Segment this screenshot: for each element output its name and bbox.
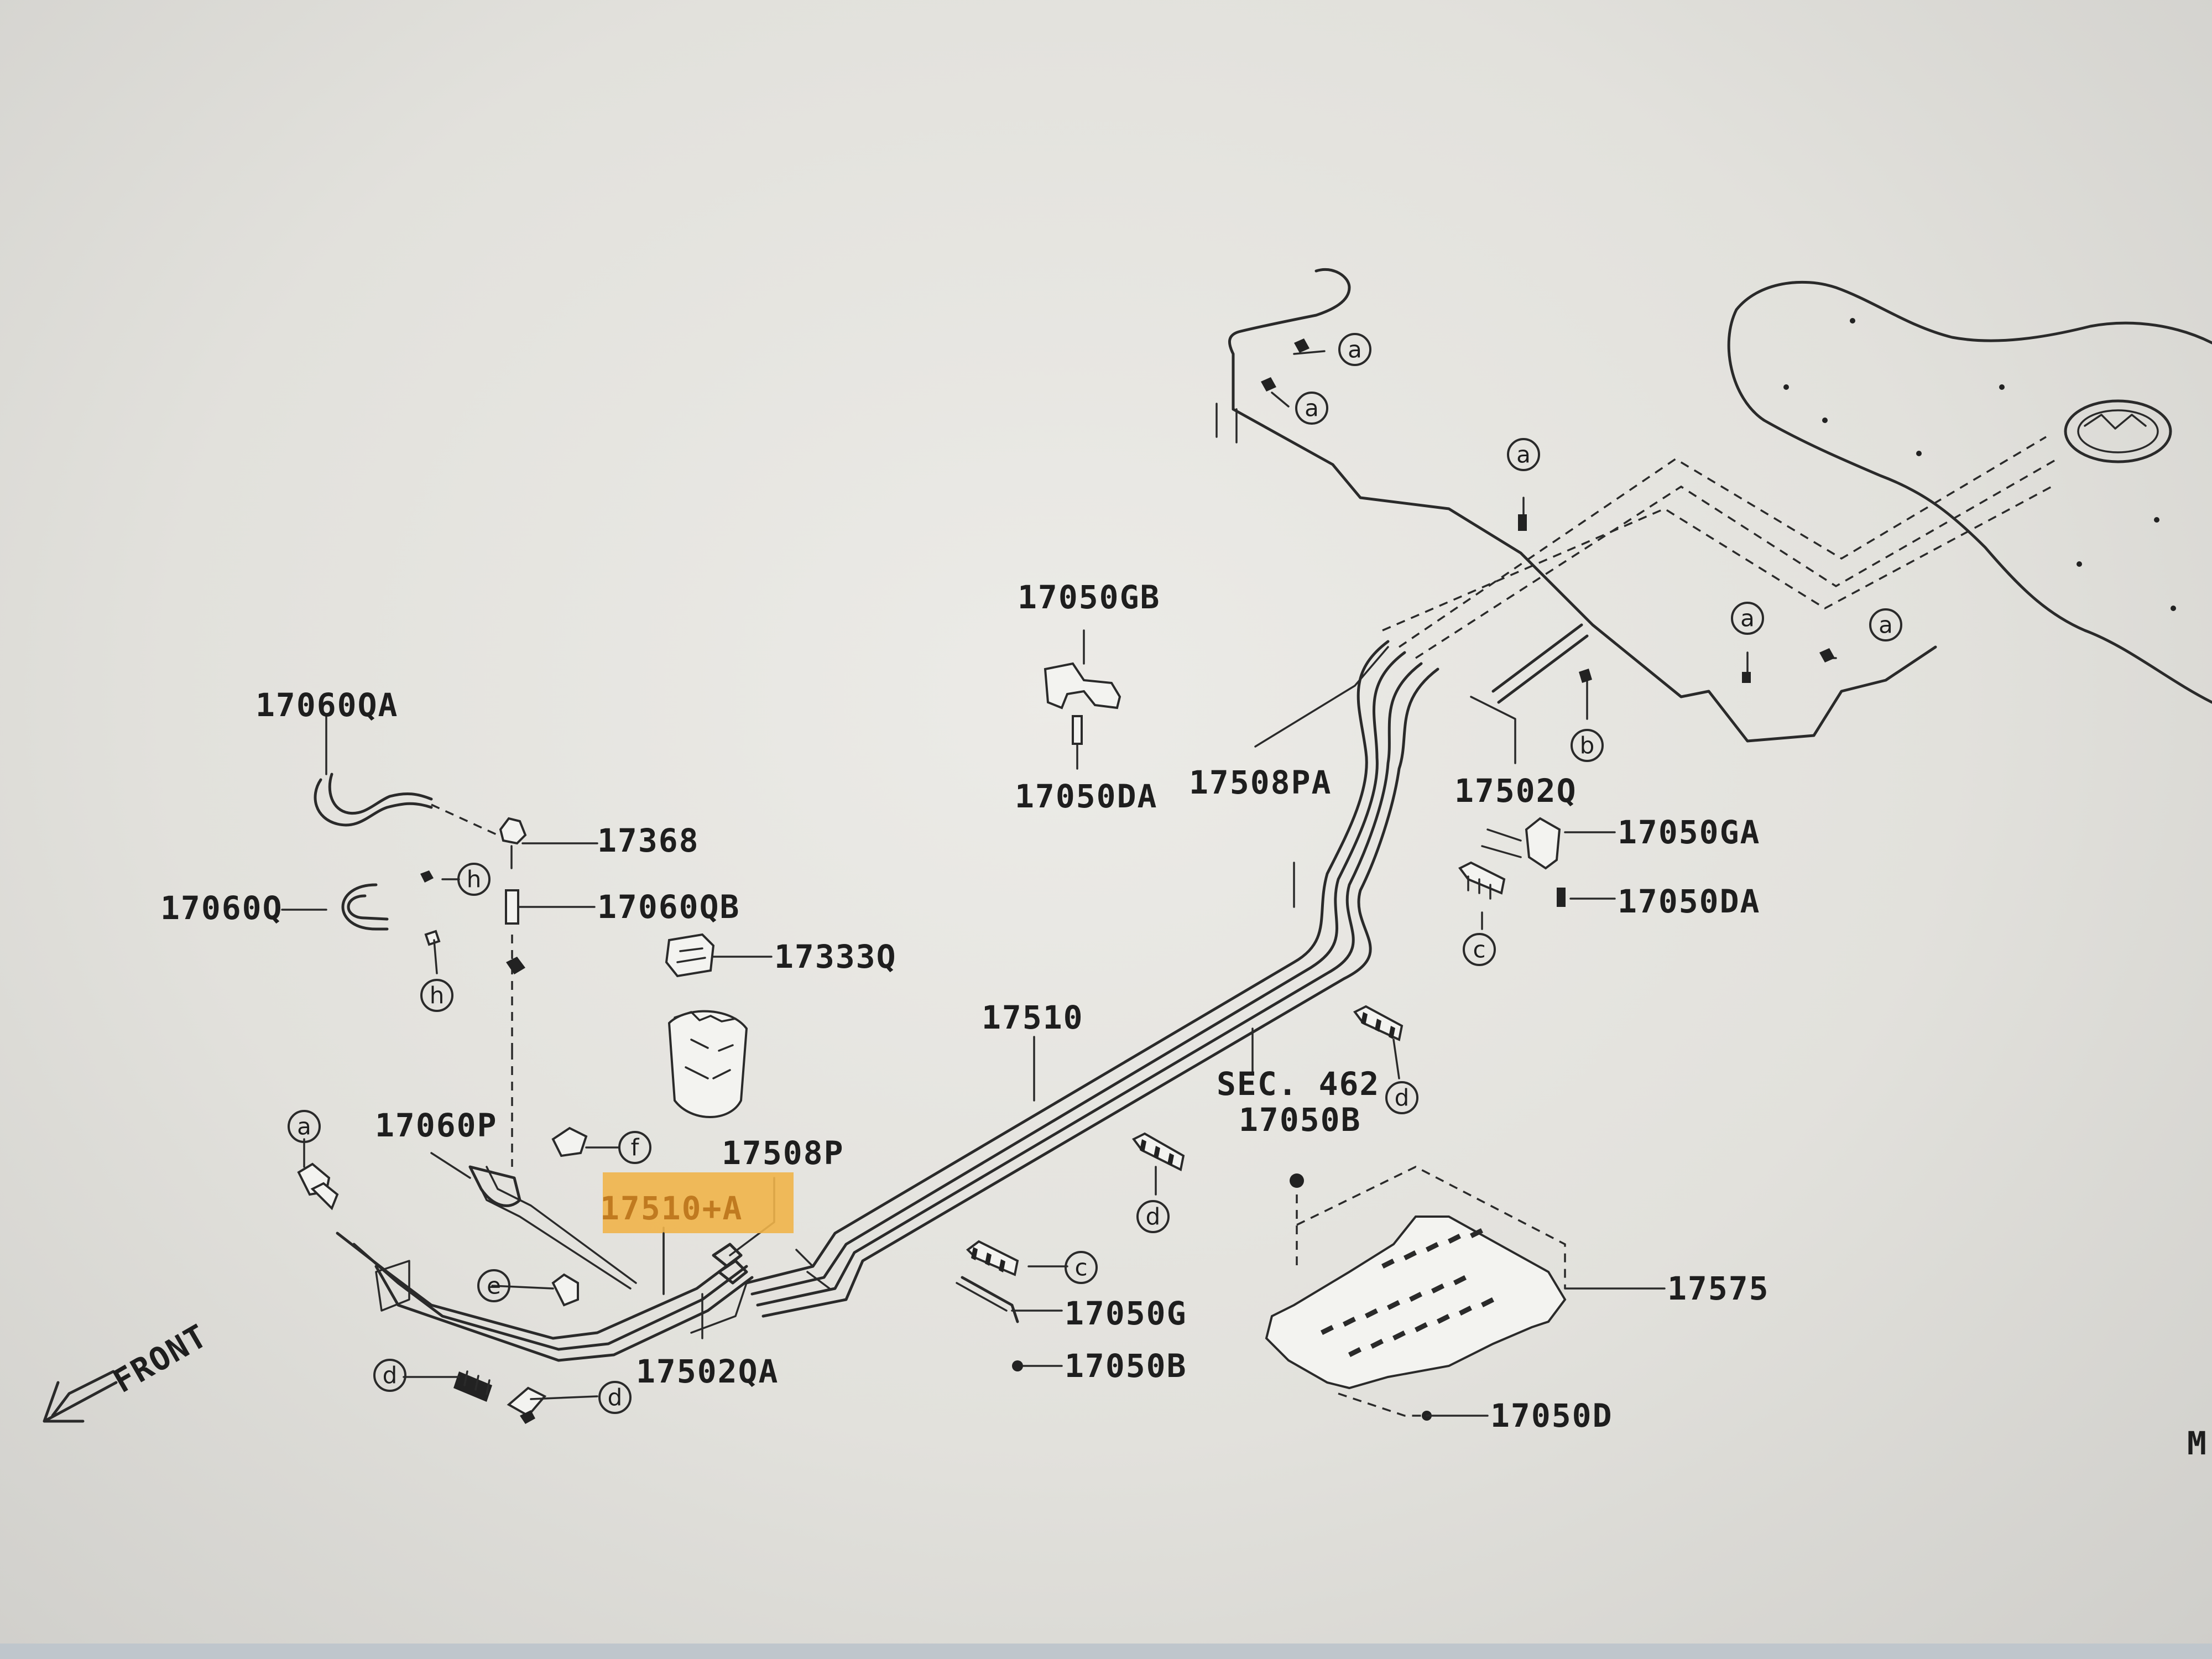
callout-d: d [598,1381,632,1414]
clip-h-1 [420,870,434,883]
clip-d-mid [1131,1132,1185,1171]
clip-e [551,1273,579,1307]
part-17060QA-hose [314,773,498,836]
front-label: FRONT [107,1317,214,1400]
part-17050GB-bracket [1044,629,1121,709]
callout-a: a [1869,608,1902,641]
clip-a-left [297,1162,339,1211]
callout-c: c [1463,933,1496,966]
callout-a: a [288,1110,321,1143]
svg-text:d: d [383,1362,398,1389]
label-edge-cutoff: M [2187,1425,2208,1462]
svg-text:a: a [1516,441,1531,468]
svg-text:d: d [1146,1203,1161,1230]
clip-f [551,1126,588,1157]
filler-vent-tube [1215,268,1937,743]
label-17050B-lower: 17050B [1065,1347,1187,1385]
label-17060QB: 17060QB [597,888,740,926]
label-17502Q: 17502Q [1454,772,1577,810]
label-17368: 17368 [597,822,700,859]
svg-text:d: d [1395,1084,1410,1112]
label-17050D: 17050D [1490,1397,1613,1434]
svg-text:c: c [1473,936,1485,963]
svg-text:c: c [1074,1254,1087,1281]
callout-f: f [618,1131,651,1164]
part-17050G-strap [956,1276,1019,1323]
part-17368-valve [499,817,527,869]
part-17575-protector [1265,1166,1567,1421]
label-17502QA: 17502QA [636,1353,779,1390]
fuel-tank [1727,280,2212,704]
svg-text:a: a [1740,605,1755,632]
svg-text:e: e [487,1272,501,1300]
callout-d: d [1136,1200,1170,1233]
part-17050GA-bracket [1481,817,1561,870]
vapor-line-dashed [1382,436,2058,659]
clip-c-lower [966,1240,1019,1276]
svg-text:f: f [631,1134,640,1161]
callout-a: a [1295,392,1328,425]
part-17060P-hose [468,1165,521,1207]
label-17050DA-right: 17050DA [1618,883,1760,920]
part-17050B-nut-upper [1290,1173,1304,1272]
label-17333Q: 17333Q [774,938,897,975]
front-arrow: FRONT [43,1317,214,1423]
svg-text:a: a [297,1113,311,1140]
part-17060Q-hose [341,883,389,931]
label-17060QA: 17060QA [255,686,398,724]
callout-b: b [1571,729,1604,762]
clip-c-right [1458,861,1506,900]
part-17333Q-clamp [665,933,715,978]
label-17060Q: 17060Q [160,889,283,927]
callout-d: d [1385,1081,1418,1114]
label-17575: 17575 [1667,1270,1770,1307]
label-17050G: 17050G [1065,1295,1187,1332]
svg-text:d: d [608,1384,623,1411]
label-17508PA: 17508PA [1189,764,1332,801]
svg-text:h: h [467,866,482,893]
label-17510: 17510 [982,999,1084,1036]
clip-h-2 [424,930,441,946]
callout-h: h [420,979,453,1012]
callout-c: c [1065,1251,1098,1284]
svg-text:a: a [1348,336,1362,363]
callout-a: a [1338,333,1371,366]
label-17050GA: 17050GA [1618,813,1760,851]
svg-text:a: a [1879,612,1893,639]
label-17508P: 17508P [722,1134,844,1172]
callout-d: d [373,1359,406,1392]
clip-d-left-2 [507,1386,547,1424]
label-17050DA-top: 17050DA [1015,778,1157,815]
clip-d-left-1 [453,1370,492,1402]
callout-h: h [457,863,491,896]
svg-text:b: b [1580,732,1595,759]
label-17050B-upper: 17050B [1239,1101,1361,1139]
part-17050B-nut-lower [1012,1360,1023,1371]
label-17510-A-highlighted: 17510+A [600,1190,743,1227]
leader-lines [281,350,1837,1417]
label-sec-462: SEC. 462 [1217,1065,1380,1103]
svg-text:h: h [430,982,445,1009]
svg-text:a: a [1305,395,1319,422]
callout-a: a [1731,602,1764,635]
part-17060QB-connector [505,889,525,1167]
part-17050DA-bolt-top [1072,715,1083,770]
label-17050GB: 17050GB [1018,578,1160,616]
clip-d-mid-right [1353,1005,1404,1041]
canister-part [667,1010,748,1118]
callout-e: e [477,1269,510,1302]
highlight-box [603,1172,794,1233]
main-fuel-lines [690,640,1439,1334]
screen-bottom-bezel [0,1644,2212,1659]
callout-a: a [1507,438,1540,471]
part-17050DA-bolt-right [1557,888,1566,907]
label-17060P: 17060P [375,1107,498,1144]
